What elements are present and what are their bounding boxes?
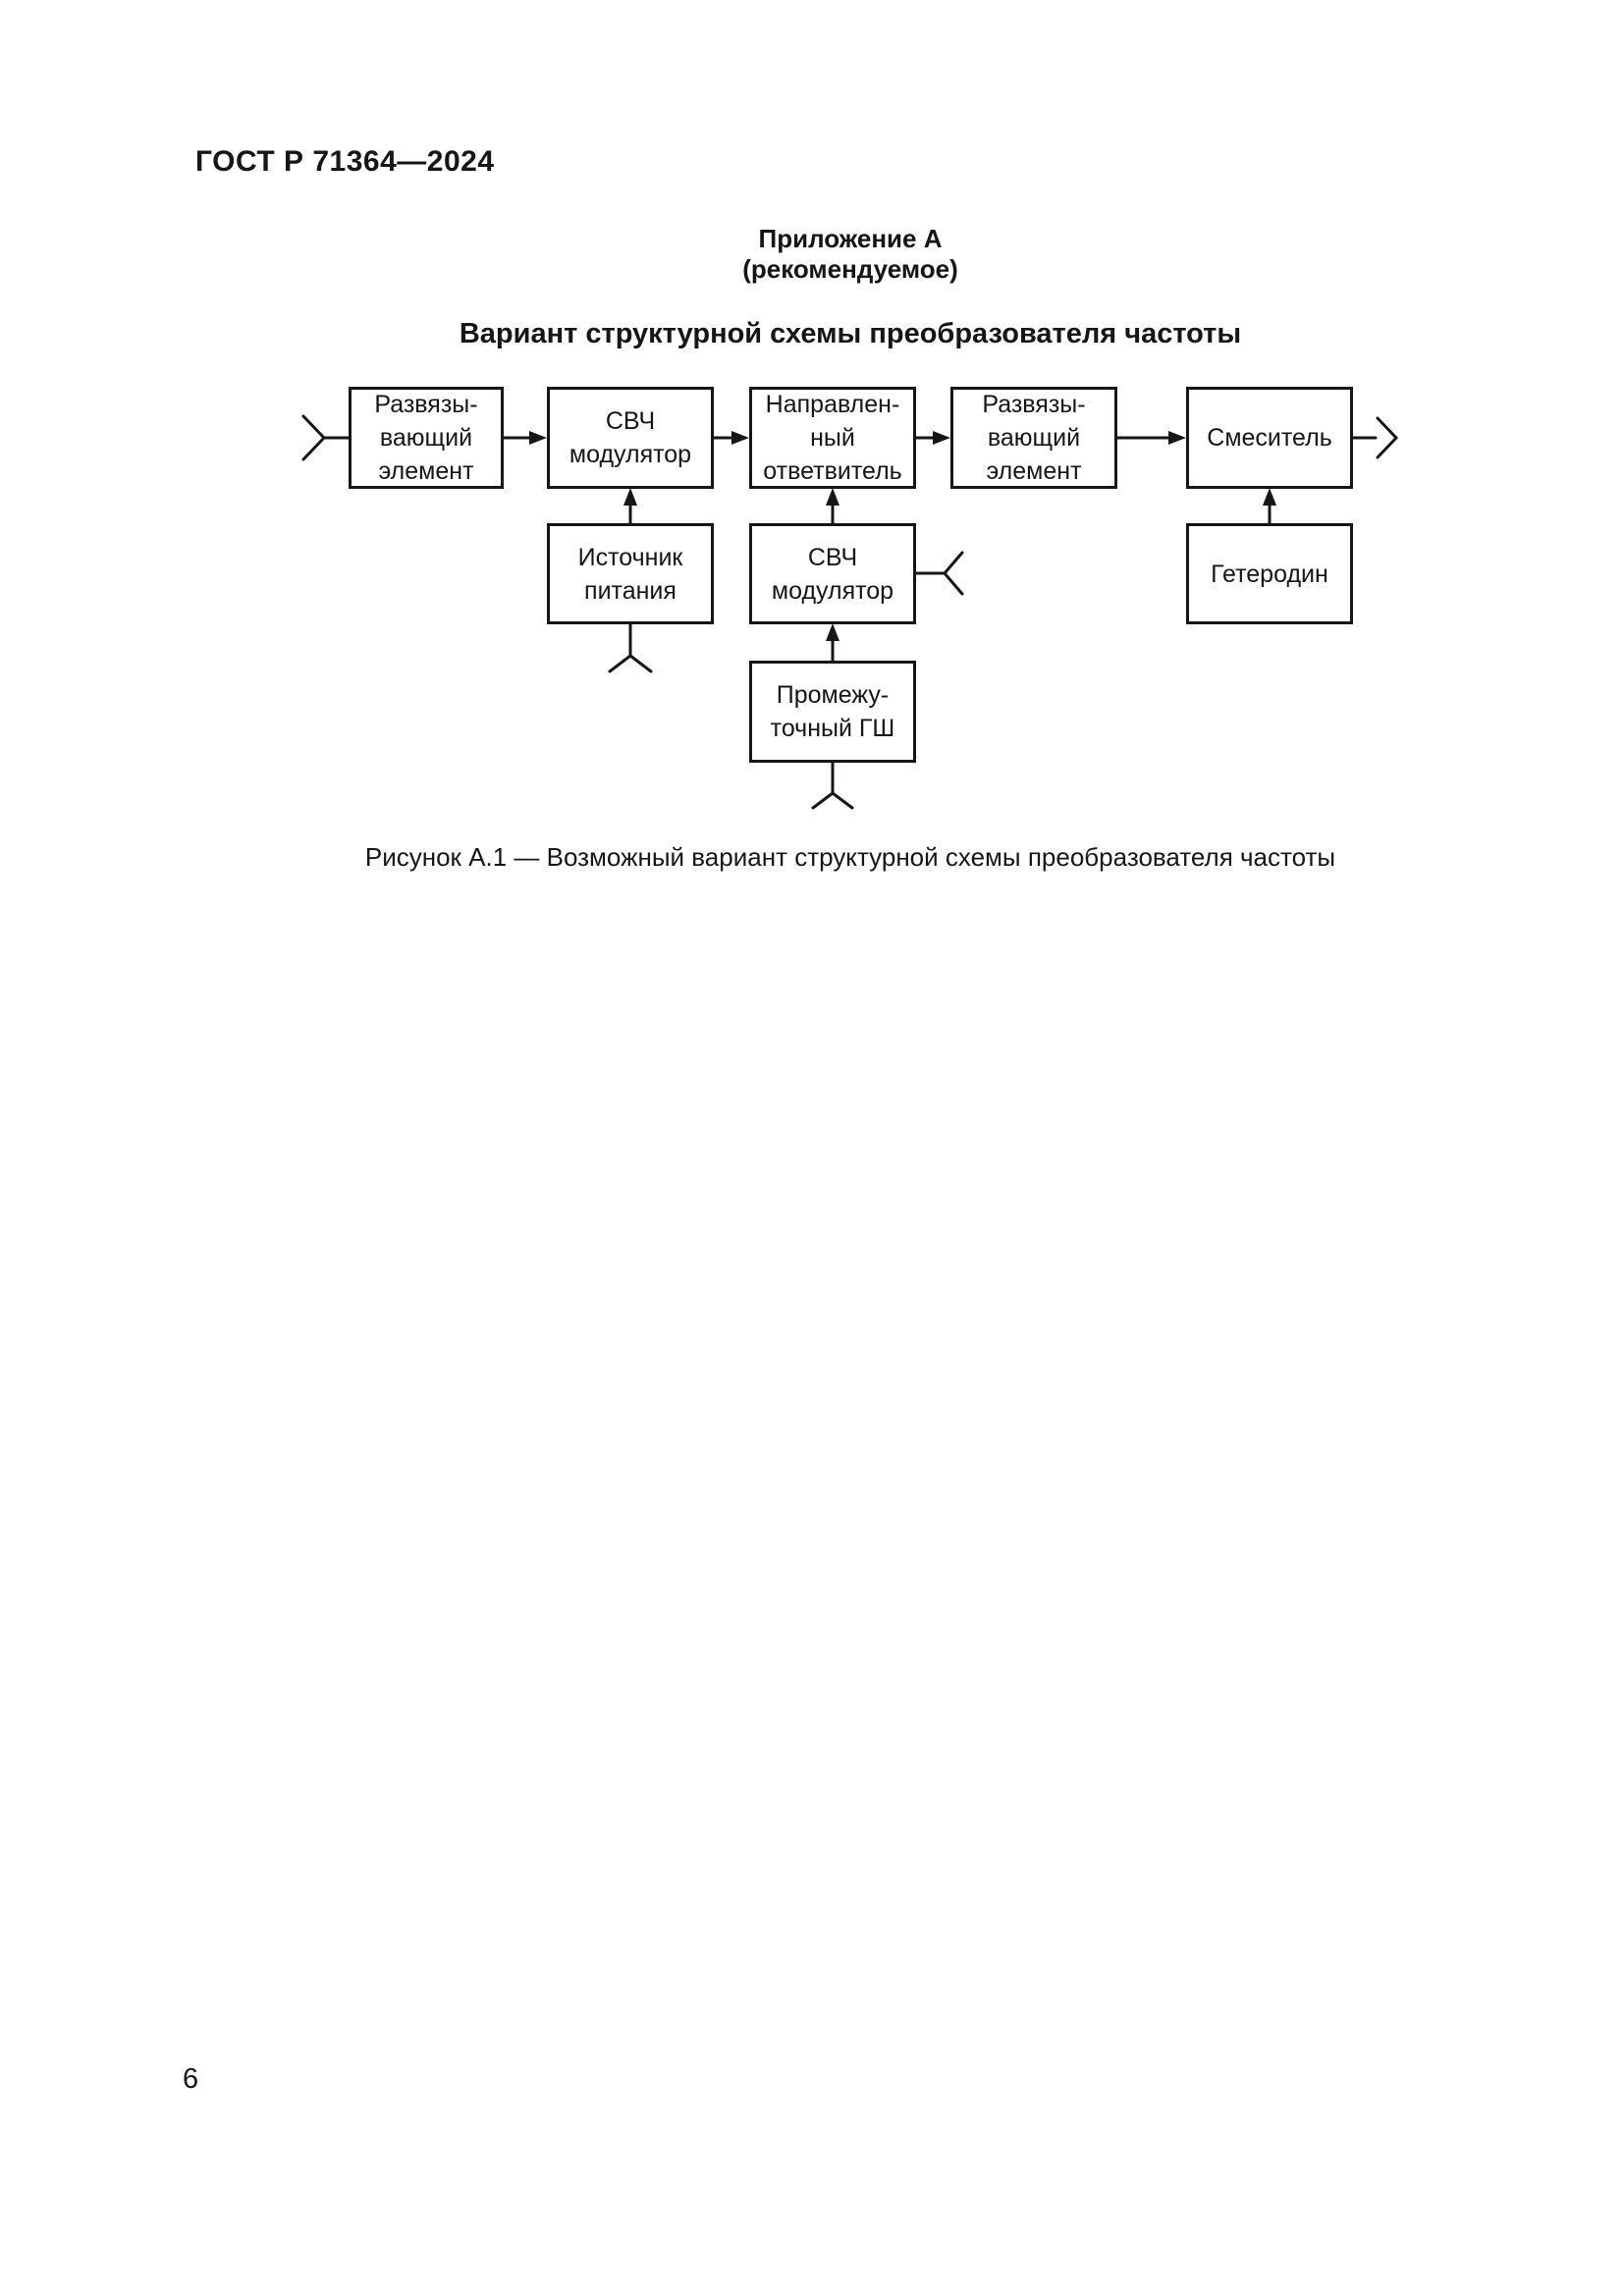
block-power-source: Источник питания <box>547 523 714 624</box>
block-local-oscillator: Гетеродин <box>1186 523 1353 624</box>
block-uhf-modulator-main: СВЧ модулятор <box>547 387 714 489</box>
block-isolating-element-input: Развязы- вающий элемент <box>349 387 504 489</box>
document-header-title: ГОСТ Р 71364—2024 <box>195 145 495 178</box>
diagram-connectors <box>301 414 1399 810</box>
block-intermediate-noise-gen: Промежу- точный ГШ <box>749 661 916 763</box>
block-mixer: Смеситель <box>1186 387 1353 489</box>
aux-modulator-antenna-icon <box>914 551 964 596</box>
signal-flow-arrows <box>502 431 1186 445</box>
block-isolating-element-output: Развязы- вающий элемент <box>950 387 1117 489</box>
power-source-antenna-icon <box>608 621 653 673</box>
output-arrow-icon <box>1351 416 1399 459</box>
block-directional-coupler: Направлен- ный ответвитель <box>749 387 916 489</box>
annex-subtitle: (рекомендуемое) <box>742 254 958 284</box>
noise-gen-antenna-icon <box>811 760 854 810</box>
figure-title: Вариант структурной схемы преобразовател… <box>459 318 1242 349</box>
annex-title: Приложение А <box>758 224 943 253</box>
block-uhf-modulator-aux: СВЧ модулятор <box>749 523 916 624</box>
block-diagram: Развязы- вающий элемент СВЧ модулятор На… <box>0 0 1624 883</box>
figure-caption: Рисунок А.1 — Возможный вариант структур… <box>364 842 1336 872</box>
vertical-feed-arrows <box>623 488 1276 663</box>
page-number: 6 <box>183 2063 199 2095</box>
input-antenna-icon <box>301 414 352 461</box>
